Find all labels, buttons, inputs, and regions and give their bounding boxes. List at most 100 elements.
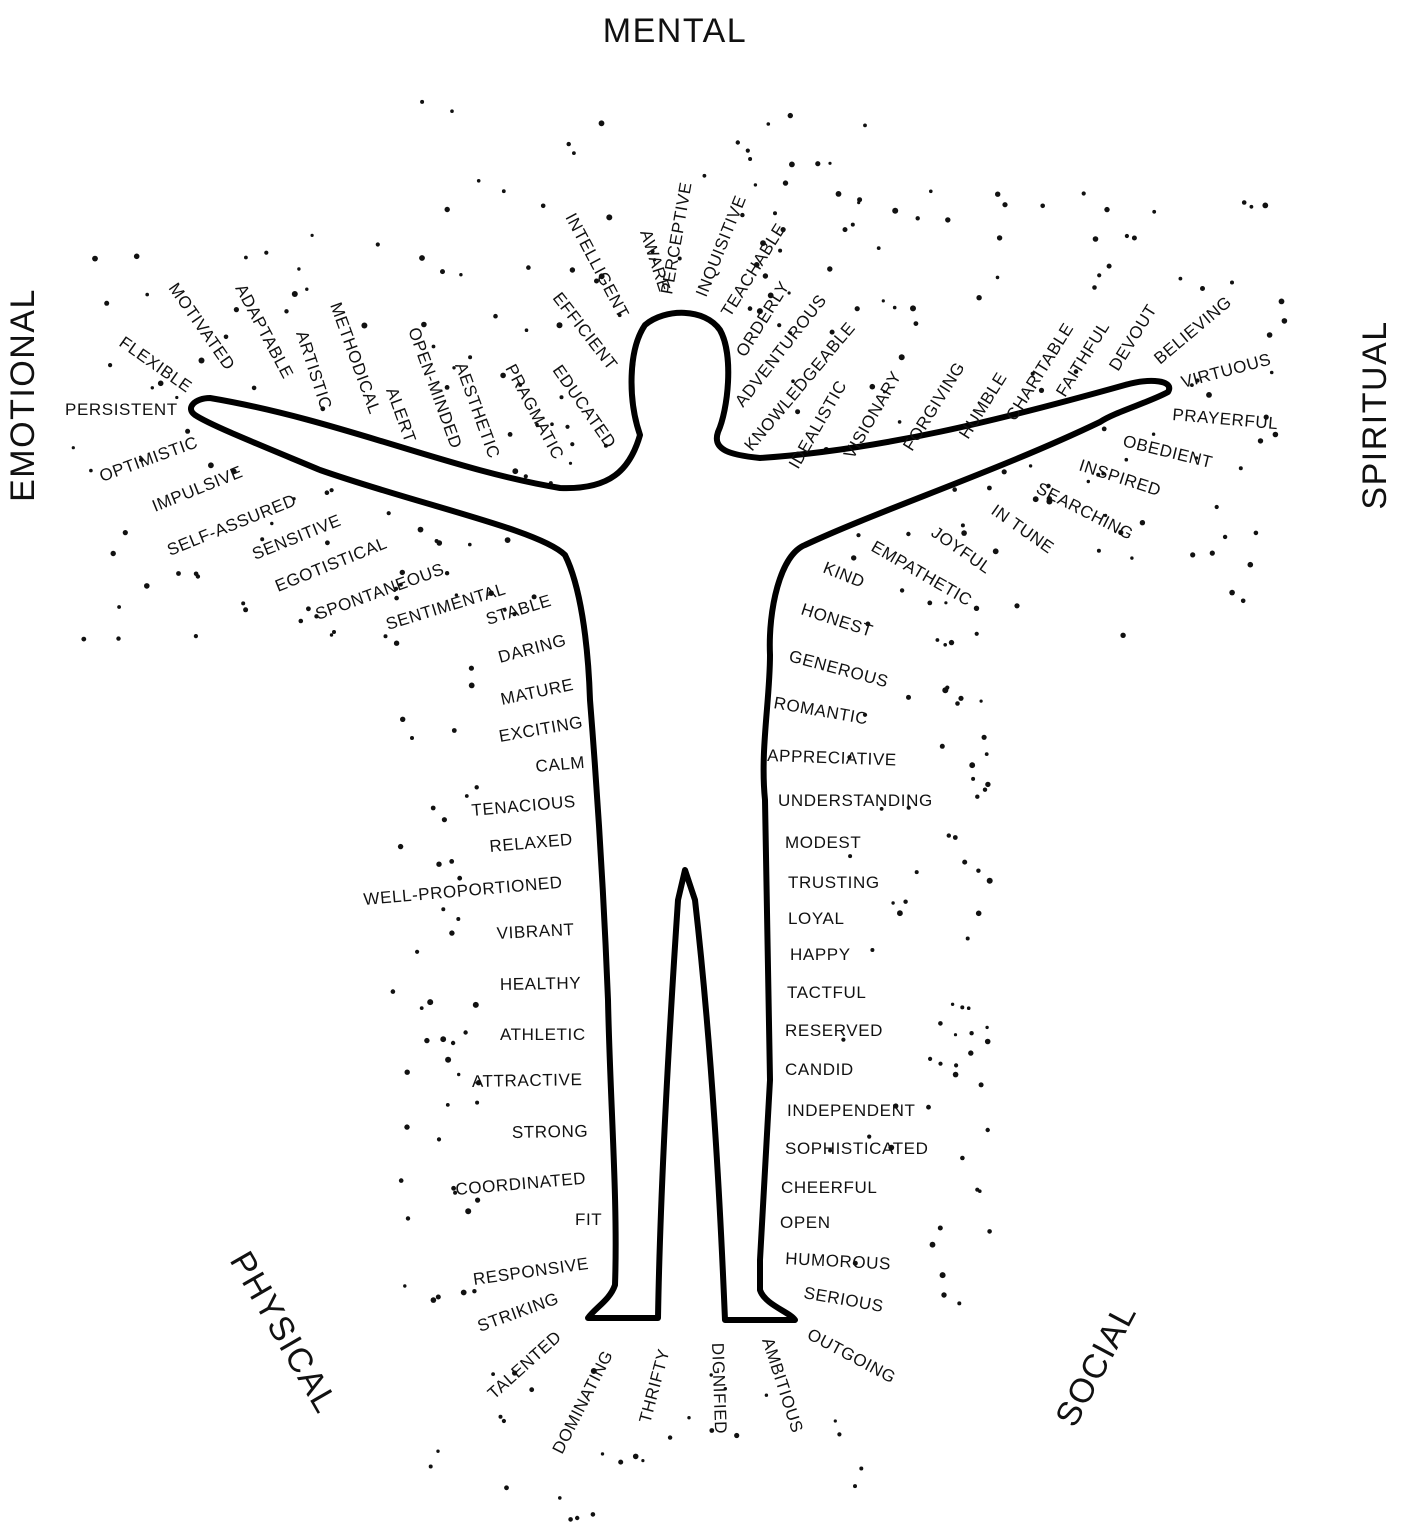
scatter-dot [899, 354, 905, 360]
scatter-dot [748, 157, 752, 161]
scatter-dot [399, 1178, 404, 1183]
scatter-dot [567, 142, 571, 146]
scatter-dot [968, 1050, 973, 1055]
scatter-dot [958, 696, 963, 701]
scatter-dot [957, 1301, 961, 1305]
scatter-dot [1087, 480, 1090, 483]
trait-label: DOMINATING [549, 1347, 617, 1457]
scatter-dot [299, 619, 304, 624]
scatter-dot [903, 900, 907, 904]
scatter-dot [789, 162, 795, 168]
scatter-dot [456, 917, 460, 921]
scatter-dot [1239, 466, 1243, 470]
scatter-dot [938, 1226, 943, 1231]
trait-label: TENACIOUS [471, 792, 577, 820]
trait-label: UNDERSTANDING [778, 791, 933, 810]
scatter-dot [966, 937, 970, 941]
scatter-dot [224, 335, 229, 340]
scatter-dot [857, 201, 860, 204]
scatter-dot [387, 511, 391, 515]
scatter-dot [175, 396, 178, 399]
scatter-dot [270, 522, 273, 525]
scatter-dot [606, 214, 612, 220]
trait-label: MATURE [499, 675, 575, 709]
scatter-dot [668, 1435, 672, 1439]
scatter-dot [951, 1003, 954, 1006]
scatter-dot [827, 266, 832, 271]
scatter-dot [938, 1021, 943, 1026]
trait-label: EXCITING [497, 712, 584, 745]
scatter-dot [502, 1419, 506, 1423]
scatter-dot [1002, 469, 1007, 474]
scatter-dot [330, 488, 334, 492]
scatter-dot [468, 543, 472, 547]
trait-label: TRUSTING [788, 873, 880, 892]
scatter-dot [89, 469, 93, 473]
scatter-dot [795, 409, 800, 414]
scatter-dot [954, 1063, 958, 1067]
trait-label: FLEXIBLE [116, 333, 196, 397]
scatter-dot [1040, 204, 1045, 209]
scatter-dot [915, 870, 919, 874]
scatter-dot [92, 256, 98, 262]
scatter-dot [898, 420, 902, 424]
scatter-dot [1210, 551, 1215, 556]
scatter-dot [252, 386, 257, 391]
scatter-dot [376, 242, 380, 246]
scatter-dot [1258, 438, 1263, 443]
scatter-dot [244, 256, 248, 260]
scatter-dot [1270, 371, 1274, 375]
scatter-dot [930, 1242, 936, 1248]
trait-label: HUMOROUS [785, 1249, 892, 1274]
scatter-dot [463, 1030, 467, 1034]
scatter-dot [461, 1290, 467, 1296]
scatter-dot [111, 551, 116, 556]
trait-label: PERSISTENT [65, 400, 178, 419]
trait-label: DARING [496, 630, 568, 666]
mental-traits: INTELLIGENT AWARE PERCEPTIVE INQUISITIVE… [292, 180, 905, 472]
scatter-dot [475, 1198, 480, 1203]
trait-label: SERIOUS [802, 1283, 885, 1316]
scatter-dot [936, 638, 940, 642]
scatter-dot [468, 355, 472, 359]
scatter-dot [891, 901, 894, 904]
scatter-dot [962, 860, 967, 865]
scatter-dot [834, 1419, 837, 1422]
scatter-dot [938, 1062, 942, 1066]
scatter-dot [877, 246, 881, 250]
scatter-dot [851, 555, 856, 560]
trait-label: HAPPY [790, 945, 851, 964]
scatter-dot [1223, 535, 1227, 539]
trait-label: STRIKING [475, 1289, 561, 1336]
scatter-dot [947, 833, 951, 837]
trait-label: RESPONSIVE [472, 1254, 590, 1289]
scatter-dot [949, 640, 954, 645]
scatter-dot [955, 701, 960, 706]
scatter-dot [570, 267, 575, 272]
scatter-dot [1267, 332, 1273, 338]
scatter-dot [1014, 603, 1019, 608]
scatter-dot [971, 777, 975, 781]
scatter-dot [601, 1452, 604, 1455]
scatter-dot [599, 120, 605, 126]
scatter-dot [145, 293, 149, 297]
scatter-dot [892, 208, 898, 214]
trait-label: HEALTHY [500, 974, 582, 994]
scatter-dot [451, 1041, 455, 1045]
scatter-dot [736, 140, 740, 144]
scatter-dot [208, 462, 214, 468]
scatter-dot [241, 601, 245, 605]
trait-label: VIRTUOUS [1179, 350, 1273, 392]
scatter-dot [1092, 285, 1097, 290]
scatter-dot [404, 1124, 409, 1129]
scatter-dot [969, 1031, 973, 1035]
trait-label: CANDID [785, 1060, 854, 1079]
trait-label: ADAPTABLE [231, 281, 297, 382]
scatter-dot [558, 1496, 562, 1500]
scatter-dot [384, 634, 388, 638]
scatter-dot [557, 322, 563, 328]
scatter-dot [526, 265, 531, 270]
scatter-dot [572, 151, 576, 155]
scatter-dot [529, 1387, 534, 1392]
